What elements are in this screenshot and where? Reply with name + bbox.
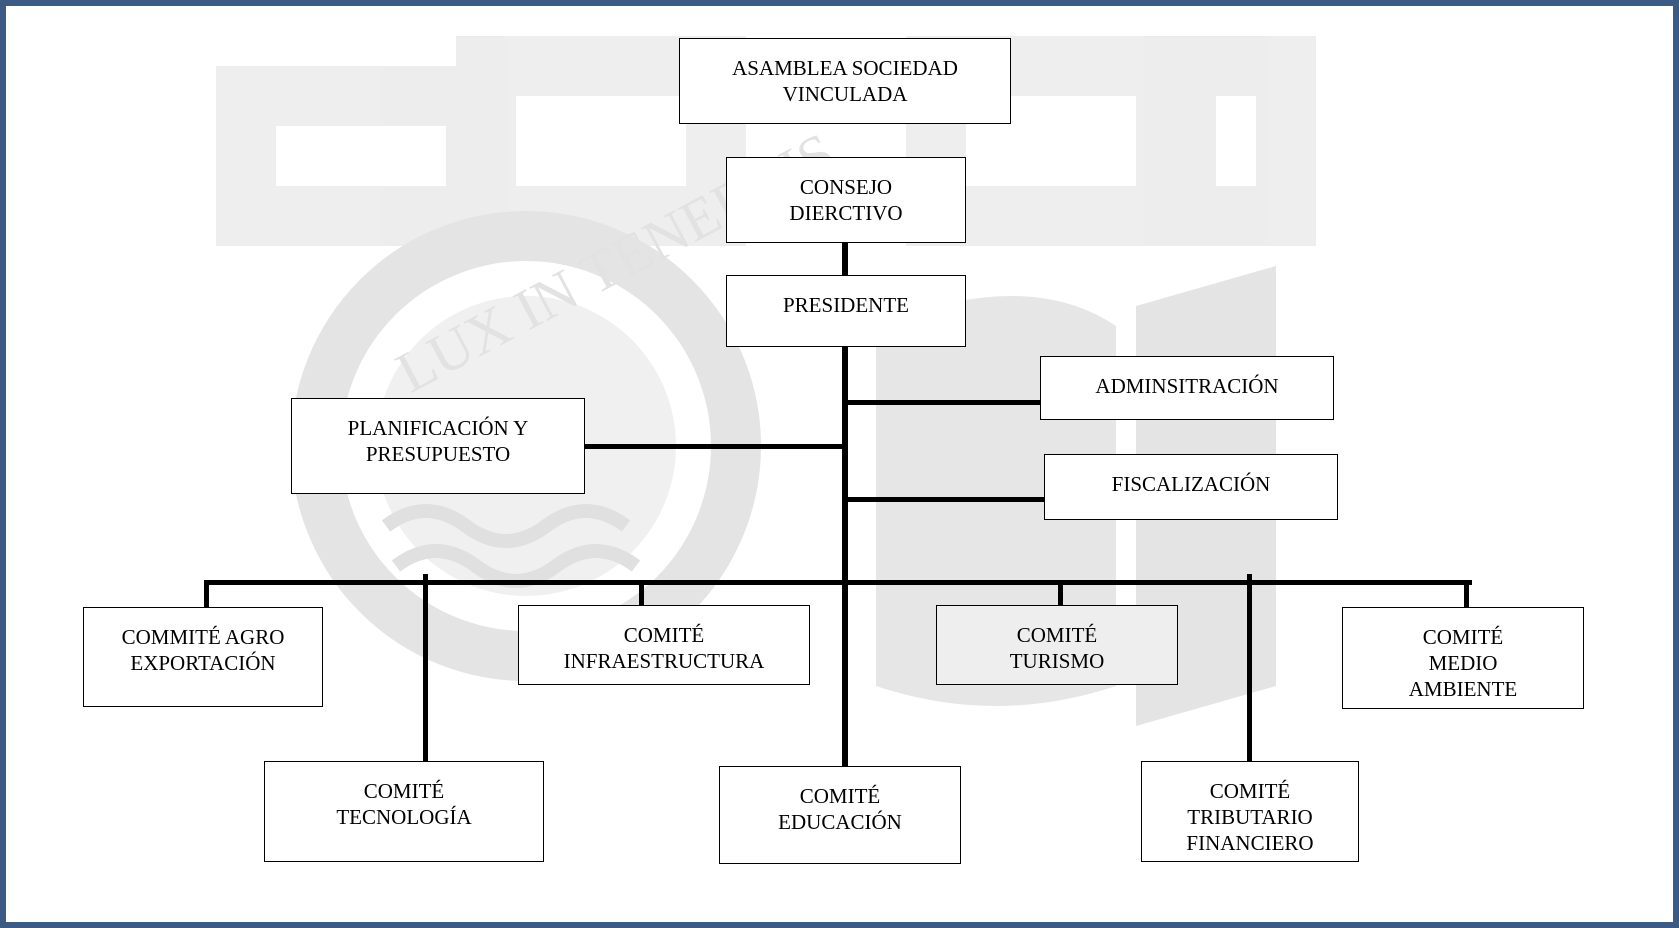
- node-presidente: PRESIDENTE: [726, 275, 966, 347]
- drop-tecnologia: [423, 574, 428, 762]
- drop-medio-ambiente: [1464, 580, 1469, 608]
- node-consejo-directivo: CONSEJO DIERCTIVO: [726, 157, 966, 243]
- drop-tributario: [1247, 574, 1252, 762]
- node-comite-agro: COMMITÉ AGRO EXPORTACIÓN: [83, 607, 323, 707]
- drop-turismo: [1058, 580, 1063, 606]
- node-comite-educacion: COMITÉ EDUCACIÓN: [719, 766, 961, 864]
- connector-consejo-presidente: [842, 241, 848, 275]
- connector-administracion: [842, 400, 1040, 405]
- node-comite-infraestructura: COMITÉ INFRAESTRUCTURA: [518, 605, 810, 685]
- node-comite-tributario: COMITÉ TRIBUTARIO FINANCIERO: [1141, 761, 1359, 862]
- node-fiscalizacion: FISCALIZACIÓN: [1044, 454, 1338, 520]
- node-comite-turismo: COMITÉ TURISMO: [936, 605, 1178, 685]
- connector-main-trunk: [842, 347, 848, 767]
- drop-infraestructura: [639, 580, 644, 606]
- connector-fiscalizacion: [842, 497, 1045, 502]
- connector-planificacion: [584, 444, 848, 449]
- node-planificacion: PLANIFICACIÓN Y PRESUPUESTO: [291, 398, 585, 494]
- node-comite-tecnologia: COMITÉ TECNOLOGÍA: [264, 761, 544, 862]
- node-administracion: ADMINSITRACIÓN: [1040, 356, 1334, 420]
- node-comite-medio-ambiente: COMITÉ MEDIO AMBIENTE: [1342, 607, 1584, 709]
- connector-committee-bus: [204, 580, 1472, 585]
- node-asamblea: ASAMBLEA SOCIEDAD VINCULADA: [679, 38, 1011, 124]
- drop-agro: [204, 580, 209, 608]
